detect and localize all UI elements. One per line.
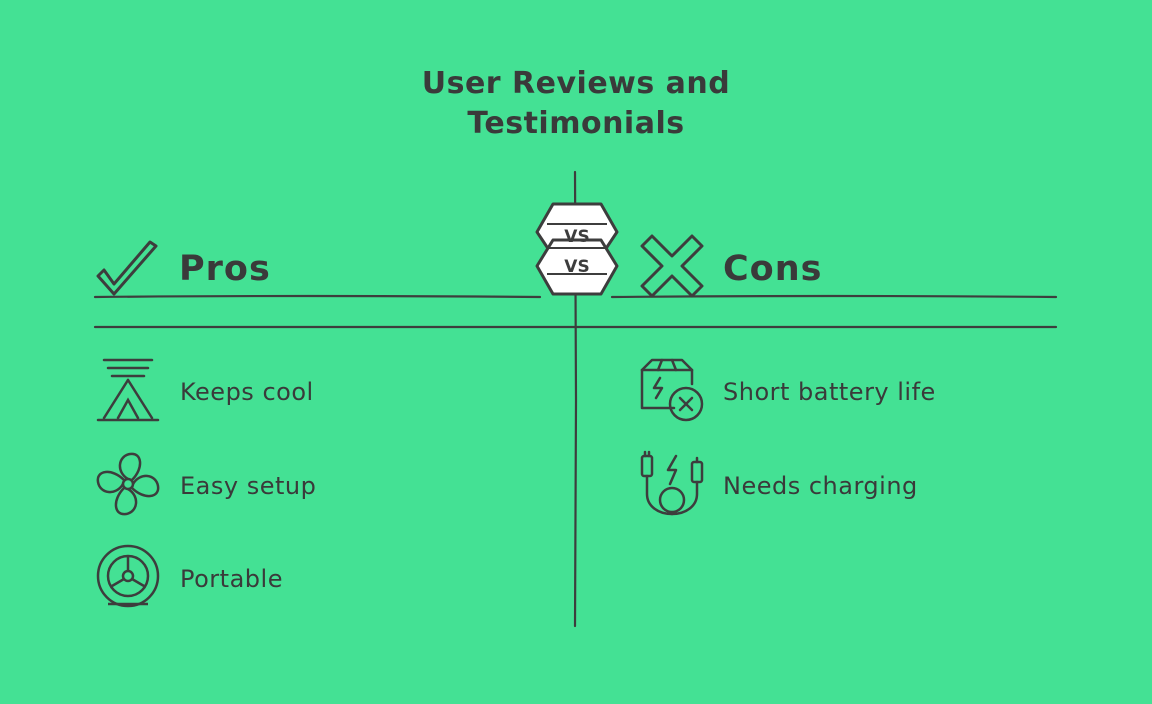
charging-cable-icon: [638, 450, 706, 518]
cons-item-needs-charging: Needs charging: [723, 472, 918, 500]
cons-heading-underline: [610, 294, 1058, 299]
title-line-2: Testimonials: [467, 106, 685, 141]
cons-item-short-battery-life: Short battery life: [723, 378, 936, 406]
pros-item-portable: Portable: [180, 565, 283, 593]
versus-text-bottom: VS: [564, 257, 589, 277]
cons-heading: Cons: [723, 249, 823, 289]
versus-icon: VS VS: [533, 198, 621, 300]
fan-icon: [94, 450, 162, 518]
pros-heading-underline: [93, 294, 542, 299]
pros-item-keeps-cool: Keeps cool: [180, 378, 314, 406]
diagram-title: User Reviews and Testimonials: [376, 64, 776, 144]
horizontal-rule: [93, 325, 1058, 329]
pros-item-easy-setup: Easy setup: [180, 472, 317, 500]
cross-icon: [640, 234, 704, 298]
camping-tent-icon: [94, 356, 162, 424]
checkmark-icon: [94, 240, 160, 298]
pros-heading: Pros: [179, 249, 271, 289]
title-line-1: User Reviews and: [421, 66, 731, 101]
versus-text-top: VS: [564, 227, 589, 247]
portable-fan-icon: [94, 544, 162, 612]
battery-box-error-icon: [638, 356, 706, 424]
